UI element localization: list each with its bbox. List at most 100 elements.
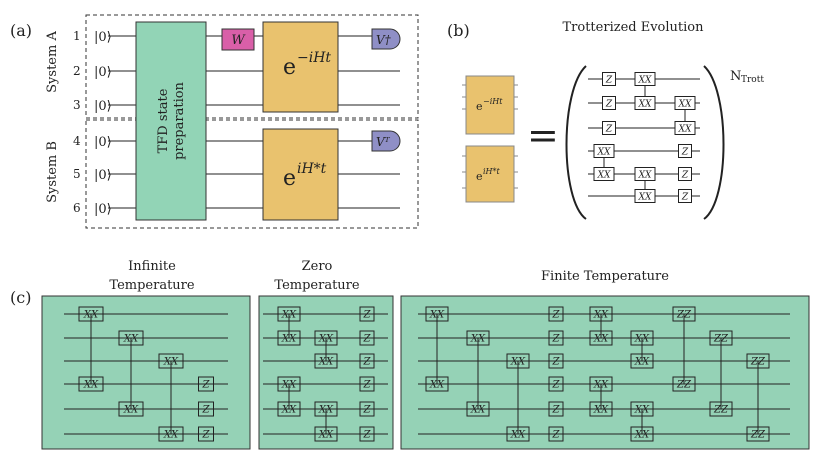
z-gate-label: Z (605, 125, 613, 135)
z-gate (198, 376, 214, 392)
z-gate (602, 72, 616, 86)
z-gate-label: Z (681, 193, 689, 203)
ket-zero: |0⟩ (94, 30, 112, 45)
tfd-label-line1: TFD state (156, 88, 171, 153)
xx-gate (158, 353, 184, 369)
xx-gate (314, 401, 338, 417)
xx-gate-label: XX (634, 334, 650, 345)
xx-gate-label: XX (163, 430, 179, 441)
v-dagger-measurement (371, 28, 401, 50)
xx-gate-label: XX (597, 171, 611, 181)
panel-label-c: (c) (10, 288, 31, 307)
right-paren (703, 65, 725, 220)
z-gate-label: Z (202, 430, 211, 441)
xx-gate (425, 376, 449, 392)
small-evolution-b (462, 145, 518, 203)
xx-gate-label: XX (429, 310, 445, 321)
qubit-number: 1 (73, 29, 81, 43)
xx-gate-label: XX (429, 380, 445, 391)
ket-zero: |0⟩ (94, 168, 112, 183)
xx-gate (589, 330, 613, 346)
xx-gate (634, 167, 656, 181)
xx-gate-label: XX (123, 405, 139, 416)
z-gate-label: Z (681, 148, 689, 158)
xx-gate (158, 426, 184, 442)
ket-zero: |0⟩ (94, 99, 112, 114)
z-gate (198, 401, 214, 417)
xx-gate-label: XX (470, 334, 486, 345)
evolution-b-exponent: iH*t (297, 161, 327, 177)
xx-gate (674, 121, 696, 135)
ket-zero: |0⟩ (94, 202, 112, 217)
zz-gate-label: ZZ (713, 334, 729, 345)
xx-gate-label: XX (593, 380, 609, 391)
z-gate-label: Z (363, 310, 372, 321)
xx-gate-label: XX (638, 193, 652, 203)
z-gate-label: Z (363, 357, 372, 368)
zz-gate (672, 376, 696, 392)
z-gate (548, 330, 564, 346)
xx-gate-label: XX (163, 357, 179, 368)
z-gate-label: Z (363, 380, 372, 391)
z-gate (548, 376, 564, 392)
xx-gate (277, 376, 301, 392)
z-gate-label: Z (363, 334, 372, 345)
tfd-preparation-block (135, 21, 207, 221)
n-trott-label: N (730, 69, 741, 84)
evolution-block-b (262, 128, 339, 221)
tfd-label-line2: preparation (172, 81, 187, 159)
xx-gate (589, 376, 613, 392)
xx-gate-label: XX (593, 334, 609, 345)
xx-gate-label: XX (678, 125, 692, 135)
small-evolution-b-base: e (476, 170, 483, 183)
ket-zero: |0⟩ (94, 135, 112, 150)
system-b-box (85, 119, 419, 229)
z-gate (359, 426, 375, 442)
zero-title-line1: Zero (302, 259, 333, 274)
xx-gate (118, 401, 144, 417)
small-evolution-a (462, 75, 518, 135)
z-gate (548, 401, 564, 417)
z-gate (359, 401, 375, 417)
xx-gate (634, 72, 656, 86)
ket-zero: |0⟩ (94, 65, 112, 80)
qubit-number: 6 (73, 201, 81, 215)
xx-gate (277, 306, 301, 322)
z-gate (548, 306, 564, 322)
xx-gate (589, 306, 613, 322)
xx-gate-label: XX (281, 334, 297, 345)
xx-gate-label: XX (634, 357, 650, 368)
xx-gate (506, 426, 530, 442)
evolution-a-exponent: −iHt (297, 50, 331, 66)
z-gate-label: Z (681, 171, 689, 181)
z-gate (678, 167, 692, 181)
z-gate-label: Z (552, 430, 561, 441)
infinite-temperature-panel (41, 295, 251, 450)
infinite-title-line2: Temperature (109, 278, 194, 293)
xx-gate (506, 353, 530, 369)
xx-gate (466, 401, 490, 417)
n-trott-subscript: Trott (741, 75, 764, 85)
trotterized-title: Trotterized Evolution (563, 20, 705, 35)
zz-gate-label: ZZ (750, 357, 766, 368)
small-evolution-a-base: e (476, 100, 483, 113)
z-gate-label: Z (605, 100, 613, 110)
zz-gate-label: ZZ (750, 430, 766, 441)
zz-gate (746, 426, 770, 442)
zz-gate (672, 306, 696, 322)
xx-gate (634, 189, 656, 203)
equals-sign: = (527, 113, 559, 157)
v-transpose-label: Vᵀ (376, 135, 391, 149)
small-evolution-a-exponent: −iHt (483, 97, 503, 106)
xx-gate (277, 330, 301, 346)
xx-gate-label: XX (123, 334, 139, 345)
xx-gate (314, 353, 338, 369)
z-gate (548, 353, 564, 369)
z-gate (548, 426, 564, 442)
xx-gate (630, 353, 654, 369)
small-evolution-b-exponent: iH*t (483, 167, 501, 176)
qubit-number: 3 (73, 98, 81, 112)
